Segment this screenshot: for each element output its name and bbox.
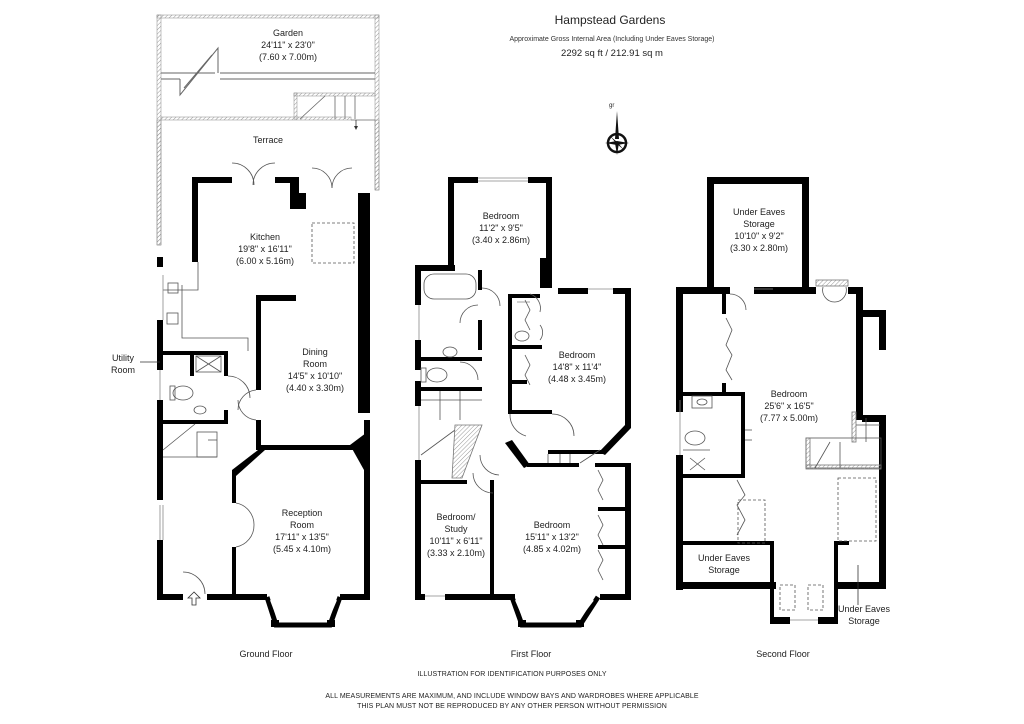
room-utility: Utility Room: [110, 353, 136, 375]
ground-floor-plan: [140, 14, 380, 628]
garden-boundary: [156, 14, 380, 246]
room-dining: Dining Room 14'5" x 10'10" (4.40 x 3.30m…: [285, 347, 345, 393]
compass-label: gr: [609, 103, 615, 109]
first-floor-plan: [415, 177, 631, 628]
first-bay-window: [509, 595, 601, 628]
room-kitchen: Kitchen 19'8" x 16'11" (6.00 x 5.16m): [235, 232, 295, 266]
ground-floor-fixtures: [159, 162, 355, 595]
room-first-bedroom-1: Bedroom 11'2" x 9'5" (3.40 x 2.86m): [471, 211, 531, 245]
footer-disclaimer-1: ILLUSTRATION FOR IDENTIFICATION PURPOSES…: [417, 671, 607, 678]
room-first-bedroom-3: Bedroom 15'11" x 13'2" (4.85 x 4.02m): [522, 520, 582, 554]
ground-floor-walls: [157, 177, 370, 600]
room-first-study: Bedroom/ Study 10'11" x 6'11" (3.33 x 2.…: [426, 512, 486, 558]
floor-label-second: Second Floor: [756, 649, 810, 659]
entrance-arrow-icon: [187, 591, 201, 606]
room-second-bedroom: Bedroom 25'6" x 16'5" (7.77 x 5.00m): [759, 389, 819, 423]
first-floor-walls: [415, 177, 631, 600]
floor-label-first: First Floor: [510, 649, 552, 659]
second-floor-walls: [676, 177, 886, 624]
room-reception: Reception Room 17'11" x 13'5" (5.45 x 4.…: [272, 508, 332, 554]
total-area: 2292 sq ft / 212.91 sq m: [561, 48, 663, 59]
plan-subtitle: Approximate Gross Internal Area (Includi…: [509, 36, 715, 43]
footer-disclaimer-3: THIS PLAN MUST NOT BE REPRODUCED BY ANY …: [357, 703, 667, 710]
room-first-bedroom-2: Bedroom 14'8" x 11'4" (4.48 x 3.45m): [547, 350, 607, 384]
ground-bay-window: [264, 596, 343, 628]
second-floor-fixtures: [679, 279, 882, 621]
compass-icon: [605, 111, 629, 155]
footer-disclaimer-2: ALL MEASUREMENTS ARE MAXIMUM, AND INCLUD…: [325, 693, 699, 700]
first-floor-fixtures: [418, 177, 613, 597]
plan-title: Hampstead Gardens: [554, 13, 666, 27]
room-garden: Garden 24'11" x 23'0" (7.60 x 7.00m): [258, 28, 318, 62]
room-second-storage-right: Under Eaves Storage: [837, 604, 891, 626]
second-floor-plan: [676, 177, 886, 624]
room-terrace: Terrace: [252, 135, 284, 145]
room-second-storage-left: Under Eaves Storage: [697, 553, 751, 575]
room-second-storage-top: Under Eaves Storage 10'10" x 9'2" (3.30 …: [729, 207, 789, 253]
floor-label-ground: Ground Floor: [239, 649, 293, 659]
